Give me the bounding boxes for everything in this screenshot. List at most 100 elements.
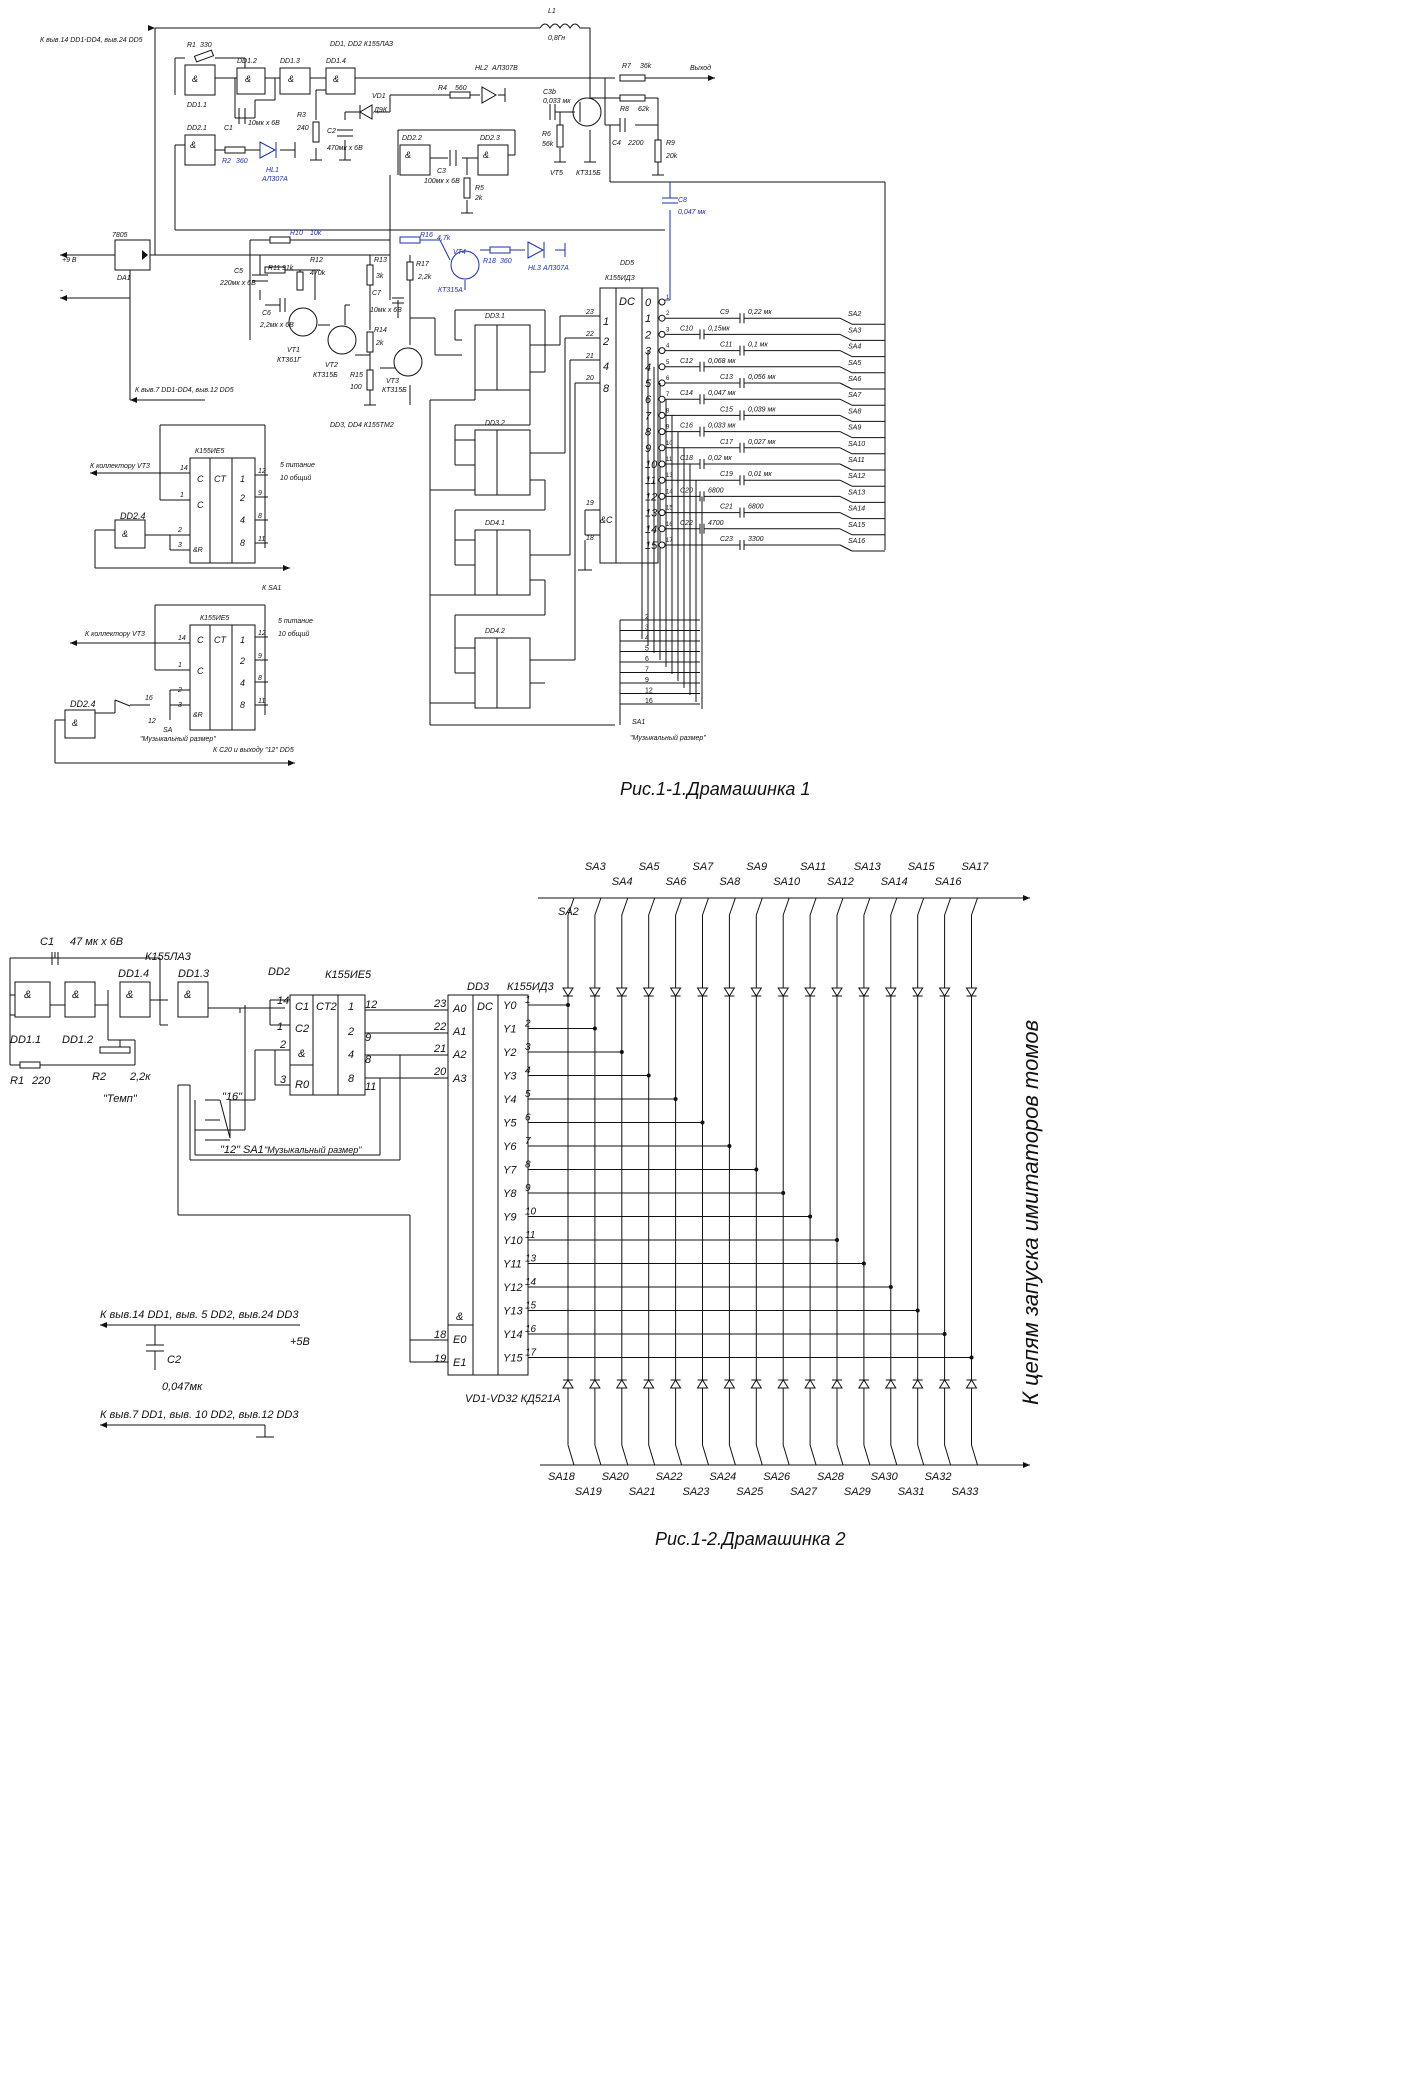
dd2-out: 8 bbox=[348, 1073, 355, 1085]
dd3-out-pin: 8 bbox=[525, 1160, 531, 1171]
switch-top bbox=[755, 897, 763, 916]
c3-value: 100мк x 6В bbox=[424, 178, 460, 185]
c8-ref: C8 bbox=[678, 197, 687, 204]
c1-ref: C1 bbox=[224, 125, 233, 132]
transistor-vt4 bbox=[450, 250, 480, 280]
dd5-output-pin bbox=[658, 395, 666, 403]
gate-label: DD1.1 bbox=[10, 1034, 41, 1046]
note-plus9: +9 В bbox=[62, 257, 77, 264]
switch-lever bbox=[839, 333, 853, 341]
r11-value: 91k bbox=[282, 265, 294, 272]
dd5-output-num: 13 bbox=[645, 508, 658, 520]
dd5-output-pin bbox=[658, 541, 666, 549]
dd3-e: E0 bbox=[453, 1334, 467, 1346]
dd2-opin: 8 bbox=[365, 1054, 372, 1066]
plus5: +5В bbox=[290, 1336, 310, 1348]
diode-bottom bbox=[777, 1379, 790, 1389]
ff-label: DD4.2 bbox=[485, 628, 505, 635]
switch-top bbox=[890, 897, 898, 916]
c1-ref: C1 bbox=[40, 936, 54, 948]
dd5-output-pin bbox=[658, 428, 666, 436]
dd5-in-pin: 22 bbox=[585, 331, 594, 338]
r16-value: 4,7k bbox=[437, 235, 451, 242]
ie5-note: 10 общий bbox=[280, 474, 311, 482]
sa1-pin-num: 9 bbox=[645, 677, 649, 684]
switch-top bbox=[675, 897, 683, 916]
switch-label: SA15 bbox=[848, 522, 865, 529]
switch-top bbox=[809, 897, 817, 916]
r13-ref: R13 bbox=[374, 257, 387, 264]
dd3-output-label: Y15 bbox=[503, 1353, 523, 1365]
c3b-value: 0,033 мк bbox=[543, 98, 571, 105]
ie5-r: &R bbox=[193, 712, 203, 719]
dd3-output-label: Y14 bbox=[503, 1329, 523, 1341]
vd1-ref: VD1 bbox=[372, 93, 386, 100]
dd5-dc: DC bbox=[619, 296, 635, 308]
switch-lever bbox=[839, 495, 853, 503]
c4-value: 2200 bbox=[627, 140, 644, 147]
top-switch-label: SA7 bbox=[693, 861, 715, 873]
r5-value: 2k bbox=[474, 195, 483, 202]
dd2-pin: 14 bbox=[277, 995, 289, 1007]
bottom-switch-label: SA31 bbox=[898, 1486, 925, 1498]
sa1-pin-num: 12 bbox=[645, 688, 653, 695]
dd5-output-pin bbox=[658, 476, 666, 484]
r15-ref: R15 bbox=[350, 372, 363, 379]
dd3-out-pin: 6 bbox=[525, 1113, 531, 1124]
transistor-vt1 bbox=[288, 307, 318, 337]
da1-ref: DA1 bbox=[117, 275, 131, 282]
dd3-in: A0 bbox=[452, 1003, 467, 1015]
dd5-out-pin-num: 14 bbox=[666, 489, 673, 495]
dd3-out-pin: 15 bbox=[525, 1301, 537, 1312]
resistor-r15 bbox=[366, 369, 374, 391]
dd5-output-pin bbox=[658, 347, 666, 355]
top-switch-label: SA10 bbox=[773, 876, 801, 888]
diode-top bbox=[965, 987, 978, 997]
diode-bottom bbox=[965, 1379, 978, 1389]
caption-fig1: Рис.1-1.Драмашинка 1 bbox=[620, 779, 810, 799]
l1-value: 0,8Гн bbox=[548, 35, 565, 42]
top-switch-label: SA9 bbox=[746, 861, 767, 873]
ie5-note: 5 питание bbox=[278, 618, 313, 625]
dd5-output-pin bbox=[658, 314, 666, 322]
gate-sym: & bbox=[245, 74, 251, 84]
ie5-ct: CT bbox=[214, 635, 227, 645]
top-switch-label: SA16 bbox=[935, 876, 963, 888]
voice-cap-value: 0,02 мк bbox=[708, 455, 732, 462]
top-switch-label: SA13 bbox=[854, 861, 882, 873]
power-gnd: К выв.7 DD1, выв. 10 DD2, выв.12 DD3 bbox=[100, 1409, 299, 1421]
gate-sym: & bbox=[72, 989, 79, 1001]
voice-cap-ref: C14 bbox=[680, 390, 693, 397]
vt3-ref: VT3 bbox=[386, 378, 399, 385]
c1-value: 47 мк x 6В bbox=[70, 936, 123, 948]
top-switch-label: SA5 bbox=[639, 861, 661, 873]
dd5-en-pin: 19 bbox=[586, 500, 594, 507]
switch-lever bbox=[839, 447, 853, 455]
dd3-output-label: Y6 bbox=[503, 1141, 517, 1153]
switch-lever bbox=[839, 382, 853, 390]
r9-value: 20k bbox=[665, 153, 678, 160]
ie5-r: &R bbox=[193, 547, 203, 554]
switch-top bbox=[917, 897, 925, 916]
diode-top bbox=[777, 987, 790, 997]
switch-bottom bbox=[702, 1444, 709, 1466]
dd24-label: DD2.4 bbox=[120, 511, 146, 521]
sa1-pin-num: 4 bbox=[645, 635, 649, 642]
bottom-switch-label: SA33 bbox=[952, 1486, 980, 1498]
top-switch-label: SA2 bbox=[558, 906, 579, 918]
sa1-pin-num: 5 bbox=[645, 646, 649, 653]
c6-ref: C6 bbox=[262, 310, 271, 317]
switch-top bbox=[728, 897, 736, 916]
dd3-output-label: Y10 bbox=[503, 1235, 523, 1247]
ie5-note: 5 питание bbox=[280, 462, 315, 469]
gate-label: DD1.2 bbox=[62, 1034, 93, 1046]
fig1-arrows bbox=[60, 25, 715, 766]
output-label: Выход bbox=[690, 64, 711, 72]
switch-bottom bbox=[836, 1444, 844, 1466]
top-switch-label: SA4 bbox=[612, 876, 633, 888]
sa1-pin-num: 16 bbox=[645, 698, 653, 705]
r17-ref: R17 bbox=[416, 261, 430, 268]
r17-value: 2,2k bbox=[417, 274, 432, 281]
gate-sym: & bbox=[405, 150, 411, 160]
